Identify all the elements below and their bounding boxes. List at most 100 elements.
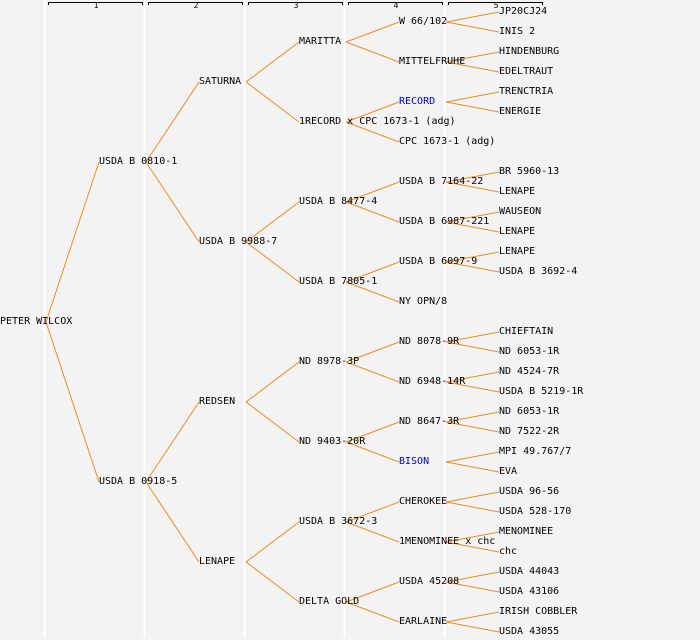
ancestor-node: DELTA GOLD: [299, 596, 360, 607]
ancestor-node: MENOMINEE: [499, 526, 554, 537]
ancestor-node: USDA 528-170: [499, 506, 572, 517]
ancestor-node: USDA B 6987-221: [399, 216, 490, 227]
generation-bracket: [148, 2, 243, 5]
ancestor-node: JP20CJ24: [499, 6, 548, 17]
ancestor-node: INIS 2: [499, 26, 536, 37]
ancestor-node: ND 6053-1R: [499, 406, 560, 417]
generation-label: 1: [93, 1, 99, 10]
pedigree-edge: [345, 41, 400, 63]
ancestor-node: USDA 96-56: [499, 486, 560, 497]
ancestor-node: BR 5960-13: [499, 166, 560, 177]
pedigree-edge: [445, 611, 500, 623]
pedigree-edge: [145, 481, 200, 563]
ancestor-node: LENAPE: [199, 556, 236, 567]
pedigree-edge: [45, 321, 100, 483]
ancestor-node: ENERGIE: [499, 106, 542, 117]
ancestor-node: WAUSEON: [499, 206, 542, 217]
generation-bracket: [448, 2, 543, 5]
ancestor-node: USDA B 6097-9: [399, 256, 478, 267]
ancestor-node: USDA B 7164-22: [399, 176, 484, 187]
generation-bracket: [48, 2, 143, 5]
ancestor-node: EARLAINE: [399, 616, 448, 627]
ancestor-node: USDA B 9988-7: [199, 236, 278, 247]
pedigree-edge: [245, 241, 300, 283]
pedigree-edge: [445, 531, 500, 543]
ancestor-node: ND 4524-7R: [499, 366, 560, 377]
pedigree-edge: [345, 201, 400, 223]
pedigree-edge: [345, 601, 400, 623]
pedigree-edge: [445, 171, 500, 183]
pedigree-edge: [345, 341, 400, 363]
ancestor-node: USDA B 0918-5: [99, 476, 178, 487]
ancestor-node: USDA 43106: [499, 586, 560, 597]
pedigree-edge: [445, 421, 500, 433]
ancestor-node: USDA 45208: [399, 576, 460, 587]
generation-label: 2: [193, 1, 199, 10]
ancestor-node: EDELTRAUT: [499, 66, 554, 77]
ancestor-node: ND 8647-3R: [399, 416, 460, 427]
pedigree-edge: [445, 261, 500, 273]
pedigree-edge: [345, 21, 400, 43]
ancestor-node: USDA B 0810-1: [99, 156, 178, 167]
ancestor-node: 1RECORD x CPC 1673-1 (adg): [299, 116, 456, 127]
pedigree-edge: [445, 451, 500, 463]
pedigree-edge: [345, 441, 400, 463]
ancestor-node: NY OPN/8: [399, 296, 448, 307]
pedigree-edge: [445, 61, 500, 73]
root-variety: PETER WILCOX: [0, 316, 73, 327]
pedigree-edge: [445, 621, 500, 633]
generation-label: 5: [493, 1, 499, 10]
pedigree-edge: [345, 261, 400, 283]
pedigree-edge: [145, 161, 200, 243]
pedigree-edge: [445, 381, 500, 393]
ancestor-node: USDA B 8477-4: [299, 196, 378, 207]
pedigree-edge: [145, 401, 200, 483]
ancestor-node: LENAPE: [499, 246, 536, 257]
pedigree-edge: [445, 21, 500, 33]
ancestor-node: ND 8078-9R: [399, 336, 460, 347]
pedigree-edge: [245, 361, 300, 403]
pedigree-edge: [445, 91, 500, 103]
pedigree-edge: [445, 51, 500, 63]
ancestor-node: W 66/102: [399, 16, 448, 27]
variety-link[interactable]: BISON: [399, 456, 430, 467]
ancestor-node: ND 6948-14R: [399, 376, 466, 387]
pedigree-edge: [345, 121, 400, 143]
ancestor-node: CHEROKEE: [399, 496, 448, 507]
pedigree-edge: [145, 81, 200, 163]
pedigree-edge: [245, 561, 300, 603]
ancestor-node: 1MENOMINEE x chc: [399, 536, 496, 547]
ancestor-node: REDSEN: [199, 396, 236, 407]
ancestor-node: IRISH COBBLER: [499, 606, 578, 617]
pedigree-edge: [445, 101, 500, 113]
pedigree-edge: [345, 521, 400, 543]
pedigree-edge: [245, 201, 300, 243]
pedigree-edge: [445, 331, 500, 343]
pedigree-edge: [345, 581, 400, 603]
ancestor-node: ND 7522-2R: [499, 426, 560, 437]
pedigree-edge: [345, 501, 400, 523]
pedigree-edge: [445, 221, 500, 233]
ancestor-node: USDA 44043: [499, 566, 560, 577]
pedigree-edge: [445, 411, 500, 423]
pedigree-edge: [445, 541, 500, 553]
generation-bracket: [348, 2, 443, 5]
pedigree-edge: [445, 251, 500, 263]
pedigree-edge: [445, 11, 500, 23]
pedigree-edge: [345, 101, 400, 123]
pedigree-edge: [445, 501, 500, 513]
pedigree-edge: [445, 581, 500, 593]
pedigree-edge: [245, 401, 300, 443]
ancestor-node: HINDENBURG: [499, 46, 560, 57]
pedigree-edge: [345, 181, 400, 203]
ancestor-node: USDA B 5219-1R: [499, 386, 584, 397]
pedigree-edge: [245, 41, 300, 83]
variety-link[interactable]: RECORD: [399, 96, 436, 107]
pedigree-edge: [445, 461, 500, 473]
ancestor-node: MARITTA: [299, 36, 342, 47]
ancestor-node: ND 8978-3P: [299, 356, 360, 367]
ancestor-node: USDA B 3672-3: [299, 516, 378, 527]
pedigree-edge: [245, 81, 300, 123]
generation-bracket: [248, 2, 343, 5]
